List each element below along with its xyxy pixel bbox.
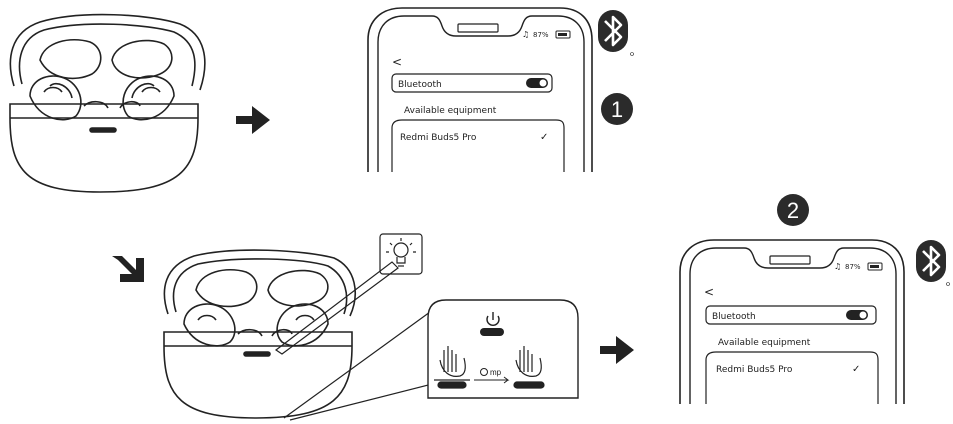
- arrow-right-icon-2: [600, 336, 634, 364]
- phone-mockup-1: ♫ 87% < Bluetooth Available equipment Re…: [368, 8, 592, 172]
- earbuds-case-open-2: [164, 250, 355, 418]
- arrow-right-icon: [236, 106, 270, 134]
- phone-mockup-2: ♫ 87% < Bluetooth Available equipment Re…: [680, 240, 904, 404]
- phone1-device-card[interactable]: [392, 120, 564, 172]
- svg-text:2: 2: [787, 198, 799, 223]
- bluetooth-icon: [598, 10, 634, 56]
- phone1-status-battery-text: 87%: [533, 31, 549, 39]
- phone2-bluetooth-toggle[interactable]: [846, 310, 868, 320]
- long-press-callout: mp: [428, 300, 578, 398]
- phone1-bluetooth-toggle[interactable]: [526, 78, 548, 88]
- phone1-check-icon: ✓: [540, 132, 548, 143]
- phone1-bluetooth-label: Bluetooth: [398, 80, 442, 90]
- phone2-device-card[interactable]: [706, 352, 878, 404]
- phone2-device-name: Redmi Buds5 Pro: [716, 365, 793, 375]
- arrow-down-right-icon: [112, 256, 144, 282]
- phone1-section-label: Available equipment: [404, 106, 497, 116]
- phone2-section-label: Available equipment: [718, 338, 811, 348]
- step-badge-1: 1: [601, 93, 633, 125]
- button-callout-lines: [284, 312, 448, 420]
- light-callout-line: [276, 262, 398, 354]
- earbuds-case-open: [10, 15, 205, 192]
- phone2-status-headphone-icon: ♫: [834, 262, 841, 271]
- phone1-status-headphone-icon: ♫: [522, 30, 529, 39]
- svg-text:1: 1: [611, 97, 623, 122]
- phone2-back-button[interactable]: <: [704, 285, 714, 299]
- phone2-status-battery-text: 87%: [845, 263, 861, 271]
- bluetooth-icon-2: [916, 240, 950, 286]
- phone2-bluetooth-label: Bluetooth: [712, 312, 756, 322]
- timer-text: mp: [490, 368, 502, 377]
- phone2-check-icon: ✓: [852, 364, 860, 375]
- lightbulb-icon: [380, 234, 422, 274]
- step-badge-2: 2: [777, 194, 809, 226]
- phone1-back-button[interactable]: <: [392, 55, 402, 69]
- phone1-device-name: Redmi Buds5 Pro: [400, 133, 477, 143]
